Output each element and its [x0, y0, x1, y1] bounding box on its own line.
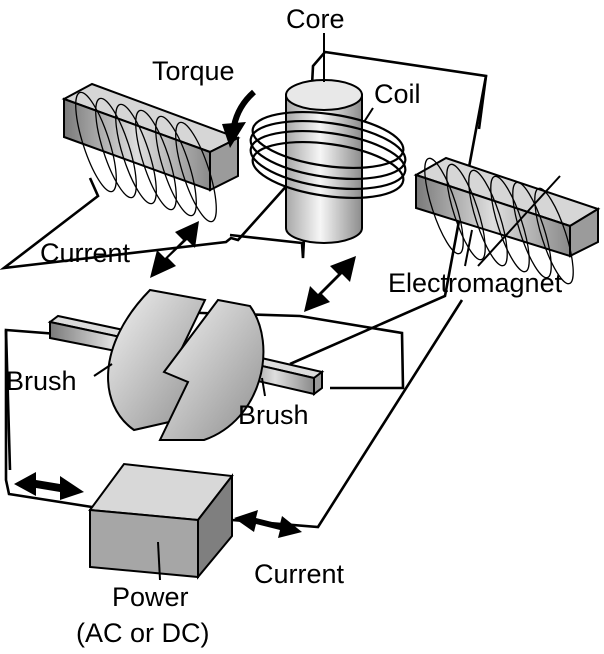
right-winding	[424, 157, 574, 285]
leader-lines	[93, 33, 561, 581]
commutator	[47, 288, 325, 441]
label-power: Power	[112, 582, 189, 612]
power-left-lead	[4, 330, 93, 509]
label-electromagnet: Electromagnet	[388, 268, 563, 298]
label-brush-right: Brush	[238, 400, 309, 430]
label-power-type: (AC or DC)	[76, 618, 210, 648]
left-winding	[75, 91, 217, 223]
label-brush-left: Brush	[6, 366, 77, 396]
core-cylinder	[285, 79, 363, 244]
label-current-top: Current	[40, 238, 131, 268]
coil-leader-line	[363, 107, 374, 123]
current-arrow-left	[14, 472, 84, 500]
right-electromagnet	[413, 156, 601, 285]
torque-arrow	[222, 89, 257, 148]
coil-rings	[249, 111, 407, 199]
outer-wire-loop	[229, 50, 488, 366]
current-arrow-top	[150, 221, 199, 278]
electromagnet-leader-line-2	[477, 175, 561, 267]
label-current-bottom: Current	[254, 559, 345, 589]
label-core: Core	[286, 4, 345, 34]
power-leader-line	[157, 541, 161, 581]
brush-right-leader	[261, 377, 266, 397]
electromagnet-leader-line-1	[464, 229, 473, 267]
current-arrow-middle	[304, 256, 356, 312]
left-electromagnet	[61, 82, 241, 223]
left-armature-wire	[0, 171, 294, 270]
power-source	[88, 462, 234, 580]
label-torque: Torque	[152, 56, 235, 86]
current-arrow-right	[234, 510, 302, 538]
em-right-lead	[477, 75, 488, 130]
label-coil: Coil	[374, 79, 421, 109]
brush-left-leader	[93, 363, 113, 377]
